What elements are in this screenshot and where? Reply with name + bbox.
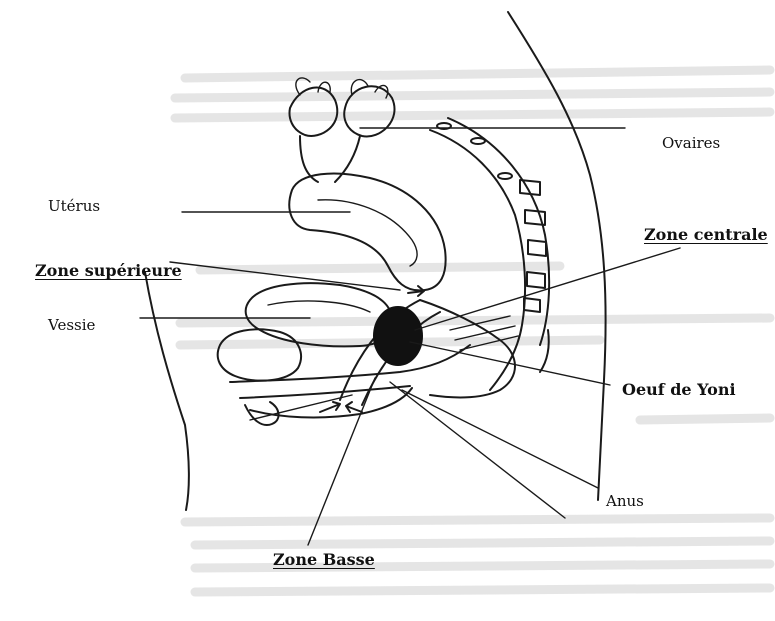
leader-anus-2 [390, 382, 565, 518]
label-anus: Anus [606, 492, 644, 510]
label-uterus: Utérus [48, 197, 100, 215]
yoni-egg [374, 307, 422, 365]
arrow-zone-superieure [408, 286, 424, 296]
pelvic-floor-lower [240, 386, 410, 398]
arrow-zone-basse [320, 402, 340, 412]
label-zone-basse: Zone Basse [273, 550, 375, 569]
arrow-zone-basse-2 [346, 402, 362, 412]
pubic-bone [218, 329, 301, 380]
label-ovaires: Ovaires [662, 134, 720, 152]
bladder [246, 283, 393, 346]
label-zone-superieure: Zone supérieure [35, 261, 182, 280]
bladder-inner [268, 301, 370, 312]
vertebra-5 [524, 298, 540, 312]
leader-anus [402, 390, 598, 488]
vertebra-3 [528, 240, 546, 256]
spine-mark-2 [471, 138, 485, 144]
front-contour [145, 272, 189, 510]
label-zone-centrale: Zone centrale [644, 225, 768, 244]
vertebra-4 [527, 272, 545, 288]
label-vessie: Vessie [48, 316, 95, 334]
spine-mark-3 [498, 173, 512, 179]
label-oeuf-de-yoni: Oeuf de Yoni [622, 380, 736, 399]
